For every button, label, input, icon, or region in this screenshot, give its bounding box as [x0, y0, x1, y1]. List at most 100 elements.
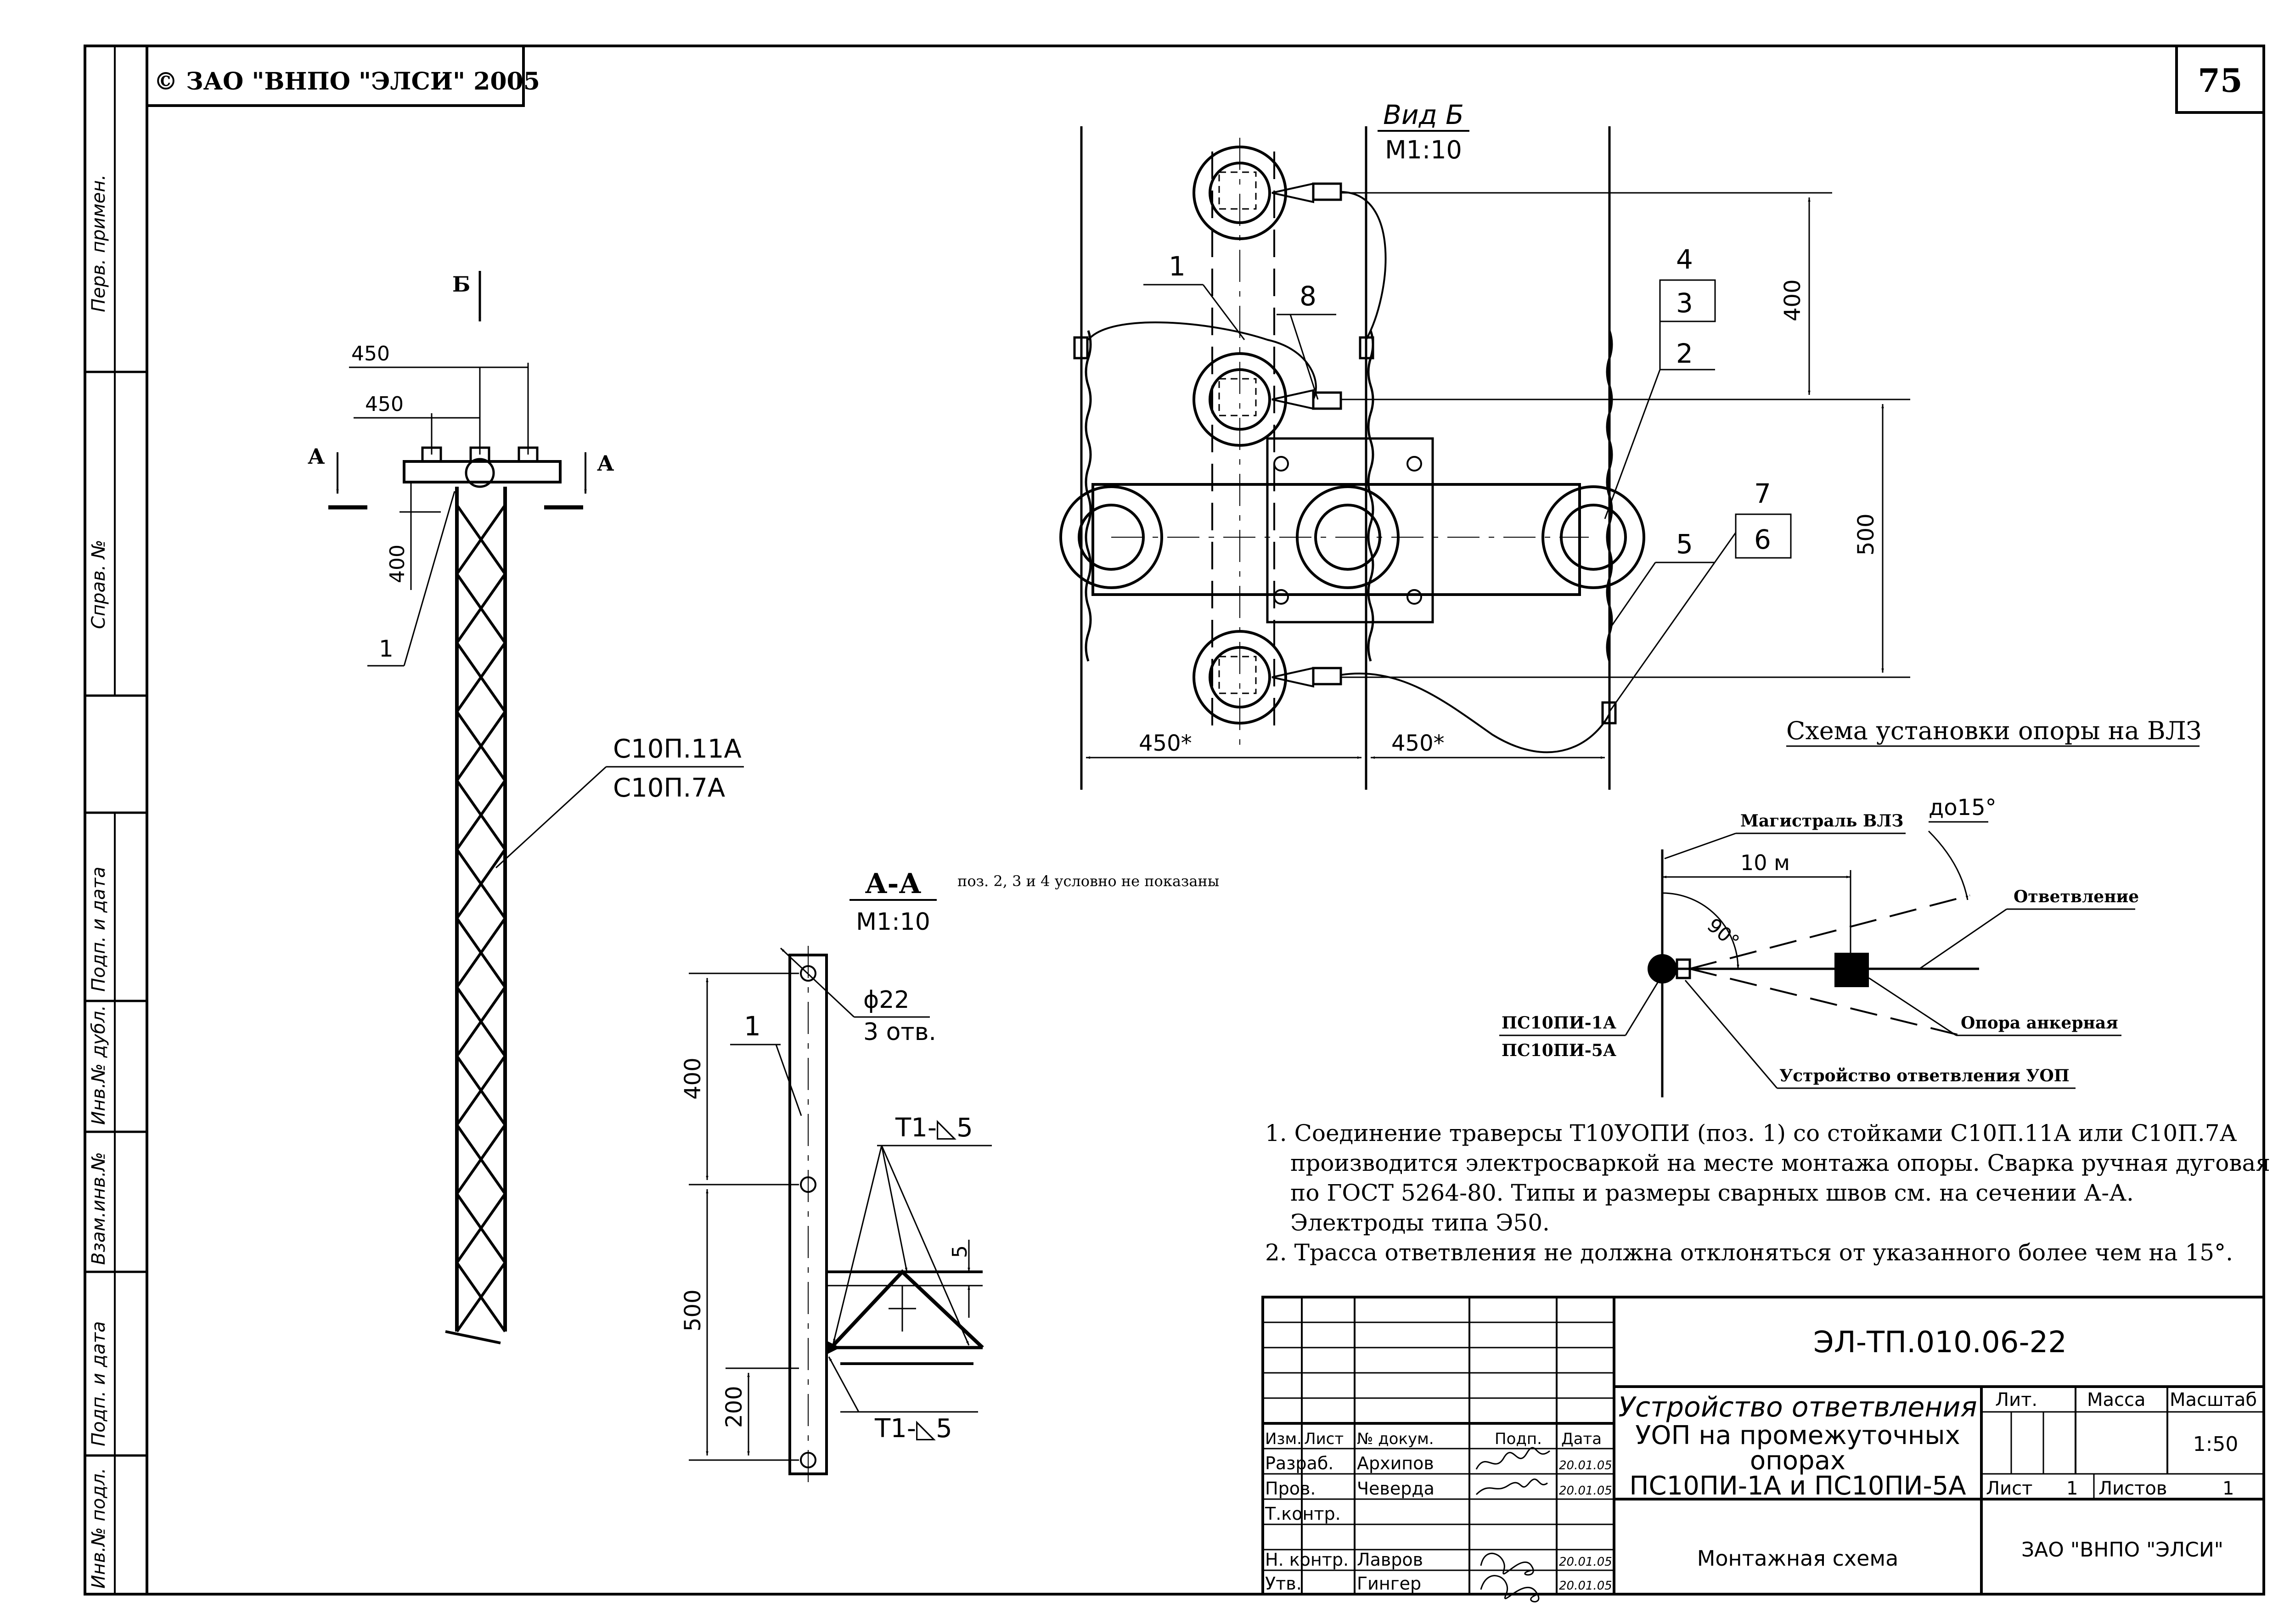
- section-weld-bottom: Т1-◺5: [874, 1414, 952, 1444]
- tb-lit-label: Лит.: [1995, 1389, 2037, 1410]
- side-label-perv: Перв. примен.: [88, 174, 109, 312]
- scheme-branch: Ответвление: [2014, 887, 2139, 906]
- side-stamp: Перв. примен. Справ. № Подп. и дата Инв.…: [88, 174, 109, 1589]
- side-label-vzam: Взам.инв.№: [88, 1152, 109, 1265]
- tb-title-1: Устройство ответвления: [1618, 1391, 1977, 1423]
- scheme-pole-label-2: ПС10ПИ-5А: [1502, 1041, 1616, 1060]
- tb-col-izm: Изм.: [1265, 1430, 1302, 1448]
- scheme-angle-90: 90°: [1703, 914, 1744, 953]
- title-block: ЭЛ-ТП.010.06-22 Устройство ответвления У…: [1261, 1296, 2265, 1602]
- side-label-podp1: Подп. и дата: [88, 867, 109, 992]
- tb-title-2: УОП на промежуточных: [1635, 1421, 1960, 1450]
- scheme-anchor-pole: Опора анкерная: [1961, 1013, 2118, 1033]
- tb-mass-label: Масса: [2087, 1389, 2146, 1410]
- view-b-callout-5: 5: [1676, 528, 1693, 560]
- view-b-callout-8: 8: [1300, 281, 1316, 312]
- side-label-dubl: Инв.№ дубл.: [88, 1005, 109, 1125]
- section-hole-count: 3 отв.: [863, 1018, 936, 1046]
- page-number: 75: [2198, 62, 2242, 100]
- pole-dim-450-top: 450: [351, 342, 390, 365]
- tb-sheet-label: Лист: [1986, 1478, 2032, 1499]
- tb-name-razrab: Архипов: [1357, 1453, 1434, 1473]
- view-b-callout-1: 1: [1169, 251, 1186, 282]
- view-b-scale: М1:10: [1385, 135, 1462, 164]
- tb-name-utv: Гингер: [1357, 1573, 1421, 1594]
- tb-col-list: Лист: [1304, 1430, 1344, 1448]
- note-line-4: Электроды типа Э50.: [1290, 1209, 1550, 1236]
- section-callout-1: 1: [744, 1011, 761, 1042]
- tb-title-4: ПС10ПИ-1А и ПС10ПИ-5А: [1629, 1471, 1966, 1501]
- note-line-3: по ГОСТ 5264-80. Типы и размеры сварных …: [1290, 1180, 2134, 1206]
- tb-company: ЗАО "ВНПО "ЭЛСИ": [2021, 1538, 2223, 1562]
- note-line-5: 2. Трасса ответвления не должна отклонят…: [1265, 1239, 2233, 1266]
- view-b-callout-3: 3: [1676, 287, 1693, 319]
- tb-col-podp: Подп.: [1495, 1430, 1542, 1448]
- scheme-main-line: Магистраль ВЛЗ: [1740, 811, 1903, 831]
- view-b-dim-450-right: 450*: [1391, 731, 1445, 756]
- page-number-box: 75: [2175, 45, 2265, 114]
- scheme-device: Устройство ответвления УОП: [1779, 1066, 2070, 1085]
- copyright-box: © ЗАО "ВНПО "ЭЛСИ" 2005: [146, 45, 540, 107]
- view-b-dim-400: 400: [1780, 279, 1806, 321]
- section-weld-top: Т1-◺5: [895, 1113, 973, 1143]
- tb-doc-code: ЭЛ-ТП.010.06-22: [1813, 1326, 2067, 1360]
- tb-role-utv: Утв.: [1265, 1573, 1302, 1594]
- tb-col-date: Дата: [1561, 1430, 1602, 1448]
- section-dim-200: 200: [721, 1386, 747, 1428]
- view-b-callout-4: 4: [1676, 244, 1693, 275]
- arrow-b-label: Б: [452, 272, 470, 297]
- pole-dim-450-bottom: 450: [365, 393, 404, 416]
- view-b-callout-2: 2: [1676, 338, 1693, 369]
- tb-sheets-label: Листов: [2098, 1478, 2167, 1499]
- pole-view: Б 450 450 А А 400 1: [308, 271, 744, 1344]
- side-label-sprav: Справ. №: [88, 539, 109, 629]
- install-scheme: Схема установки опоры на ВЛЗ 10 м 90° до…: [1499, 716, 2201, 1097]
- view-b-title: Вид Б: [1383, 99, 1464, 130]
- tb-role-razrab: Разраб.: [1265, 1453, 1333, 1473]
- pole-type-1: С10П.11А: [613, 734, 742, 764]
- tb-scale-value: 1:50: [2193, 1433, 2239, 1456]
- pole-callout-1: 1: [379, 635, 394, 662]
- section-aa-title: А-А: [865, 868, 922, 900]
- side-label-inv: Инв.№ подл.: [88, 1468, 109, 1589]
- tb-date-nkontr: 20.01.05: [1559, 1555, 1612, 1569]
- insulators: [1059, 146, 1645, 725]
- section-a-left: А: [308, 444, 325, 469]
- tb-col-docnum: № докум.: [1357, 1430, 1434, 1448]
- view-b: Вид Б М1:10: [1059, 99, 1910, 790]
- tb-role-tkontr: Т.контр.: [1265, 1504, 1341, 1524]
- view-b-dim-500: 500: [1853, 513, 1879, 556]
- section-aa: А-А М1:10 поз. 2, 3 и 4 условно не показ…: [680, 868, 1219, 1483]
- scheme-title: Схема установки опоры на ВЛЗ: [1786, 716, 2201, 745]
- section-dim-500: 500: [680, 1289, 706, 1332]
- copyright-text: © ЗАО "ВНПО "ЭЛСИ" 2005: [154, 67, 540, 96]
- view-b-callout-7: 7: [1754, 478, 1771, 509]
- section-dim-400: 400: [680, 1057, 706, 1100]
- view-b-dim-450-left: 450*: [1139, 731, 1192, 756]
- section-a-right: А: [597, 451, 614, 476]
- scheme-distance: 10 м: [1740, 850, 1790, 875]
- section-dim-5: 5: [948, 1245, 972, 1258]
- tb-sheets-value: 1: [2222, 1478, 2234, 1499]
- section-aa-scale: М1:10: [856, 908, 930, 936]
- tb-date-razrab: 20.01.05: [1559, 1459, 1612, 1472]
- side-label-podp2: Подп. и дата: [88, 1321, 109, 1446]
- tb-role-nkontr: Н. контр.: [1265, 1550, 1349, 1570]
- tb-role-prov: Пров.: [1265, 1478, 1316, 1499]
- note-line-1: 1. Соединение траверсы Т10УОПИ (поз. 1) …: [1265, 1120, 2237, 1146]
- scheme-angle-max: до15°: [1929, 795, 1997, 820]
- tb-sheet-value: 1: [2066, 1478, 2078, 1499]
- tb-drawing-type: Монтажная схема: [1697, 1546, 1899, 1571]
- view-b-callout-6: 6: [1754, 524, 1771, 555]
- notes: 1. Соединение траверсы Т10УОПИ (поз. 1) …: [1265, 1120, 2270, 1266]
- frame: [84, 45, 2265, 1596]
- section-hole-dia: ϕ22: [863, 986, 909, 1014]
- pole-dim-400: 400: [386, 545, 409, 583]
- pole-type-2: С10П.7А: [613, 773, 725, 803]
- scheme-pole-label-1: ПС10ПИ-1А: [1502, 1013, 1616, 1033]
- tb-title-3: опорах: [1750, 1446, 1845, 1476]
- tb-name-nkontr: Лавров: [1357, 1550, 1423, 1570]
- tb-scale-label: Масштаб: [2170, 1389, 2257, 1410]
- section-aa-note: поз. 2, 3 и 4 условно не показаны: [957, 872, 1219, 890]
